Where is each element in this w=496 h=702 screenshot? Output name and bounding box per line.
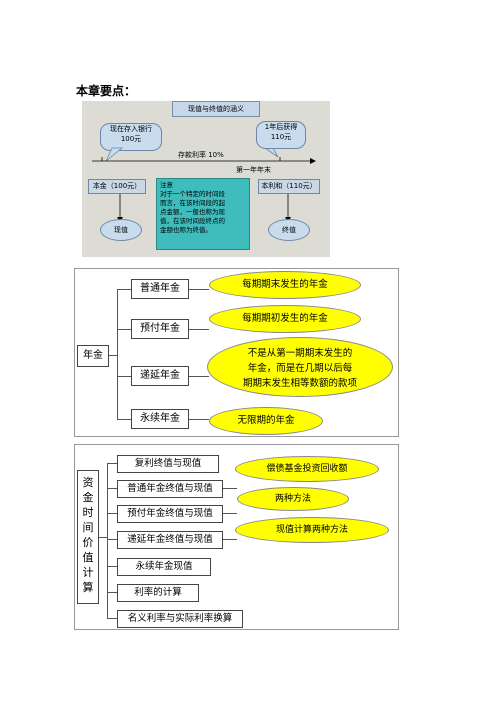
connector [107, 463, 108, 618]
cloud-two-methods: 两种方法 [237, 487, 349, 511]
note-line: 金额也称为终值。 [160, 226, 212, 234]
rate-calculation-box: 利率的计算 [117, 584, 199, 602]
root-char: 金 [82, 491, 94, 504]
note-box: 注意 对于一个特定的时间段 而言，在该时间段的起 点金额，一般也称为现 值，在该… [156, 178, 250, 250]
note-line: 而言，在该时间段的起 [160, 199, 225, 207]
connector [107, 566, 117, 567]
callout-receive: 1年后获得 110元 [256, 121, 306, 149]
annuity-due-value-box: 预付年金终值与现值 [117, 505, 223, 523]
nominal-real-rate-box: 名义利率与实际利率换算 [117, 610, 243, 628]
connector [117, 329, 131, 330]
present-value-ellipse: 现值 [100, 219, 142, 241]
root-char: 间 [82, 521, 94, 534]
figure-title: 现值与终值的涵义 [172, 101, 260, 117]
compound-value-box: 复利终值与现值 [117, 455, 219, 473]
year-end-label: 第一年年末 [236, 166, 271, 174]
note-line: 值，在该时间段终点的 [160, 217, 225, 225]
cloud-perpetuity: 无限期的年金 [209, 407, 323, 435]
note-line: 注意 [160, 181, 173, 189]
cloud-deferred-line: 不是从第一期期末发生的 [247, 348, 353, 359]
callout-receive-line2: 110元 [270, 133, 292, 141]
root-char: 算 [82, 581, 94, 594]
connector [107, 592, 117, 593]
callout-deposit-line2: 100元 [120, 135, 142, 143]
note-line: 点金额，一般也称为现 [160, 208, 225, 216]
time-value-root: 资 金 时 间 价 值 计 算 [77, 470, 99, 604]
cloud-deferred: 不是从第一期期末发生的 年金，而是在几期以后每 期期末发生相等数额的款项 [207, 337, 393, 397]
connector [221, 488, 237, 489]
connector [187, 419, 209, 420]
root-char: 价 [82, 536, 94, 549]
annuity-root: 年金 [77, 345, 109, 367]
cloud-ordinary: 每期期末发生的年金 [209, 271, 361, 299]
callout-deposit: 现在存入银行 100元 [100, 123, 162, 151]
callout-deposit-line1: 现在存入银行 [110, 125, 152, 133]
connector [117, 289, 131, 290]
connector [221, 539, 237, 540]
ordinary-annuity-value-box: 普通年金终值与现值 [117, 480, 223, 498]
root-char: 值 [82, 551, 94, 564]
callout-receive-line1: 1年后获得 [264, 123, 298, 131]
cloud-deferred-line: 年金，而是在几期以后每 [247, 363, 353, 374]
connector [221, 513, 237, 514]
future-value-ellipse: 终值 [268, 219, 310, 241]
deferred-annuity-box: 递延年金 [131, 366, 189, 386]
perpetuity-box: 永续年金 [131, 409, 189, 429]
connector [107, 539, 117, 540]
connector [99, 537, 107, 538]
cloud-deferred-line: 期期末发生相等数额的款项 [242, 378, 357, 389]
connector [117, 376, 131, 377]
total-box: 本利和（110元） [258, 179, 320, 194]
present-future-value-figure: 现值与终值的涵义 现在存入银行 100元 1年后获得 110元 存款利率 10%… [82, 101, 330, 257]
note-line: 对于一个特定的时间段 [160, 190, 225, 198]
annuity-due-box: 预付年金 [131, 319, 189, 339]
connector [187, 329, 209, 330]
connector [117, 289, 118, 419]
cloud-sinking-fund: 偿债基金投资回收额 [235, 456, 379, 482]
connector [187, 289, 209, 290]
connector [107, 463, 117, 464]
connector [107, 618, 117, 619]
root-char: 计 [82, 566, 94, 579]
cloud-due: 每期期初发生的年金 [209, 305, 361, 333]
principal-box: 本金（100元） [88, 179, 146, 194]
time-value-calculation-figure: 资 金 时 间 价 值 计 算 复利终值与现值 普通年金终值与现值 预付年金终值… [74, 444, 399, 630]
root-char: 时 [82, 506, 94, 519]
interest-rate-label: 存款利率 10% [178, 151, 224, 159]
annuity-types-figure: 年金 普通年金 预付年金 递延年金 永续年金 每期期末发生的年金 每期期初发生的… [74, 268, 399, 437]
ordinary-annuity-box: 普通年金 [131, 279, 189, 299]
cloud-pv-two-methods: 现值计算两种方法 [235, 517, 389, 543]
connector [107, 488, 117, 489]
connector [187, 376, 209, 377]
connector [107, 355, 117, 356]
connector [107, 513, 117, 514]
deferred-annuity-value-box: 递延年金终值与现值 [117, 531, 223, 549]
connector [117, 419, 131, 420]
perpetuity-value-box: 永续年金现值 [117, 558, 211, 576]
root-char: 资 [82, 476, 94, 489]
section-heading: 本章要点： [76, 84, 137, 98]
